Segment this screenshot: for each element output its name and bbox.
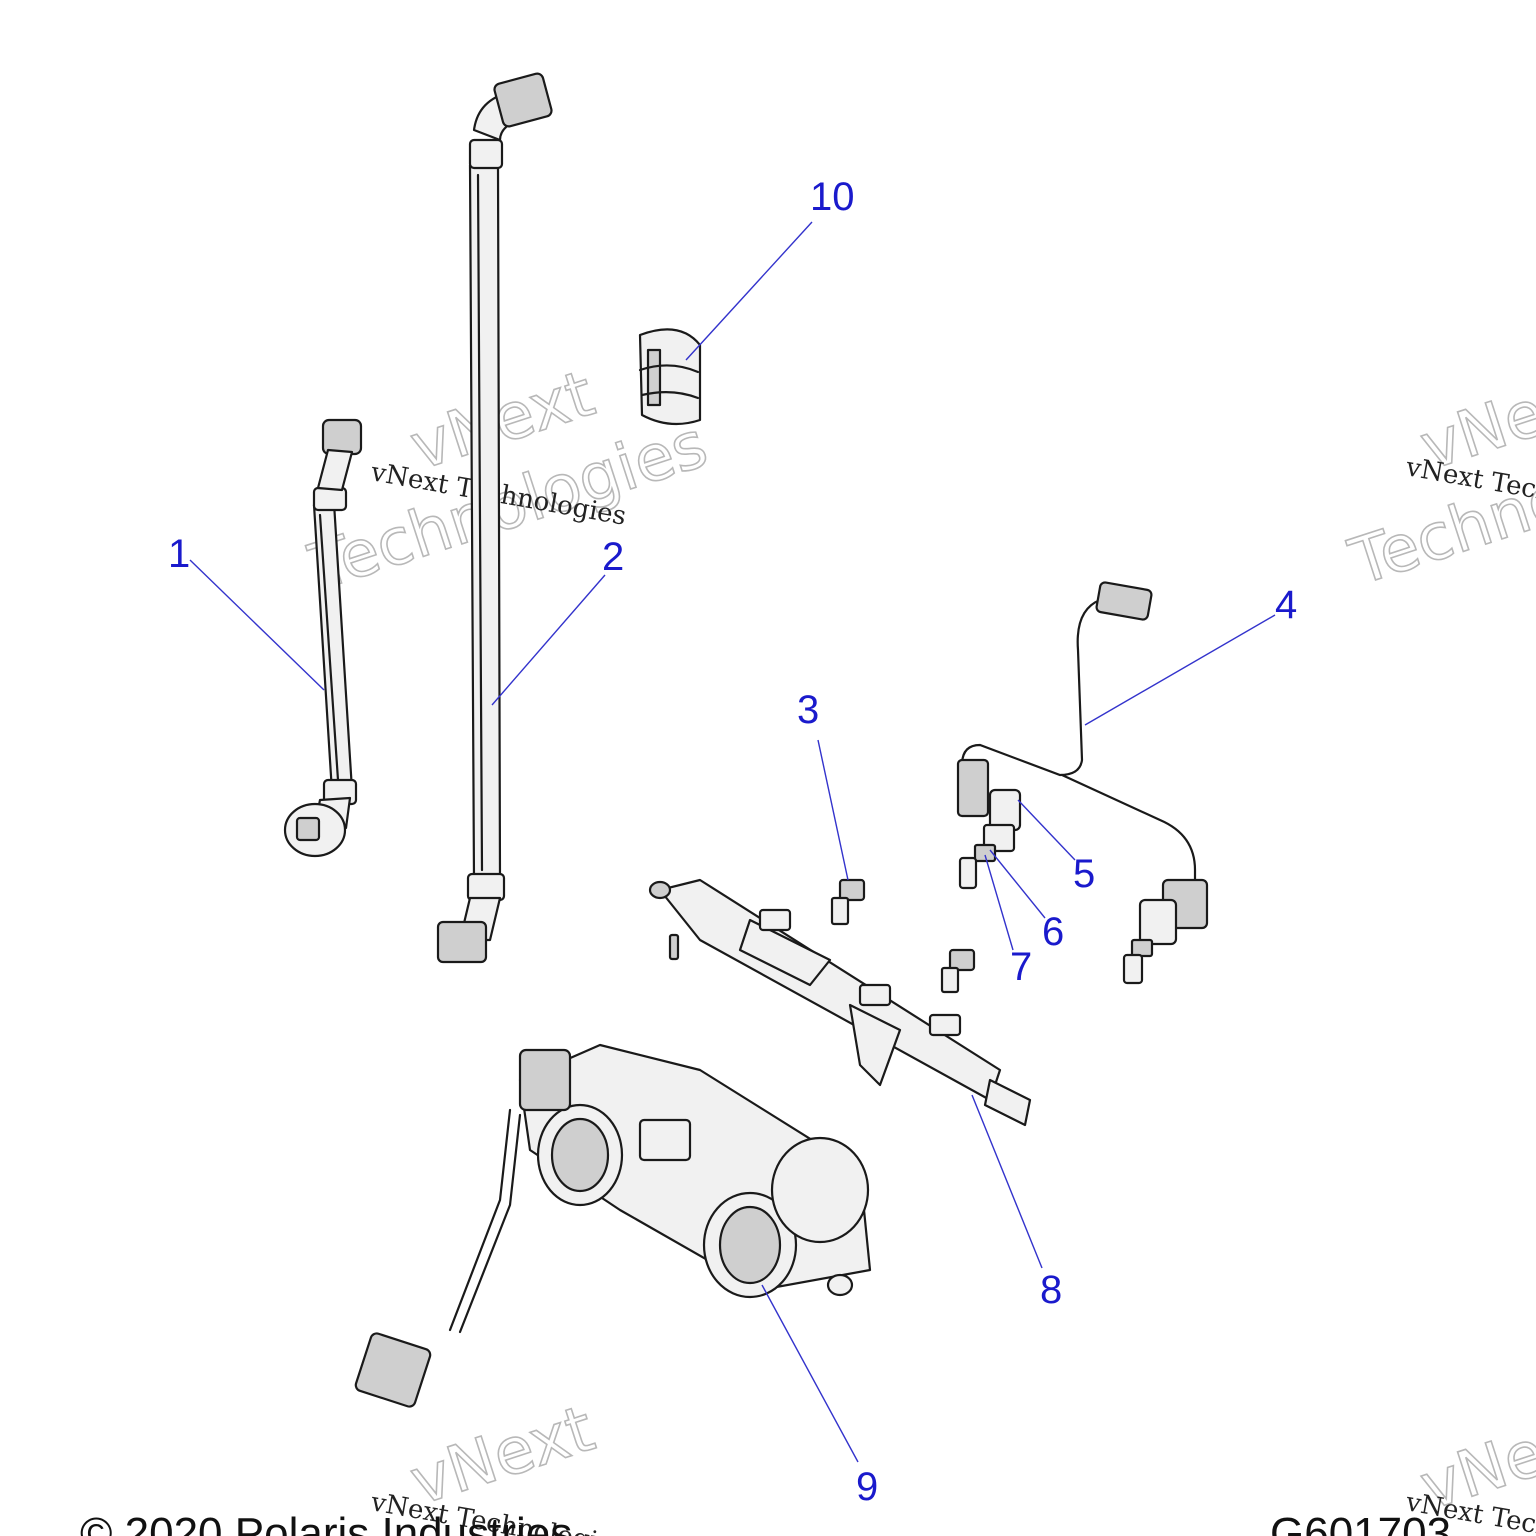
leader-9 [761,1284,859,1463]
injector-right [1122,898,1178,985]
leader-lines [189,221,1276,1463]
callout-5: 5 [1073,852,1095,896]
callout-1: 1 [168,532,190,576]
leader-3 [817,739,849,881]
callout-2: 2 [602,535,624,579]
part-1-short-fuel-hose [283,418,363,858]
watermark-right: vNext Technologies vNext Technologies [1340,356,1536,601]
callout-10: 10 [810,175,855,219]
leader-10 [685,221,813,361]
leader-8 [971,1094,1043,1269]
leader-2 [491,574,606,706]
callout-9: 9 [856,1465,878,1509]
leader-5 [1017,799,1076,861]
part-8-fuel-rail [648,878,1032,1127]
part-9-throttle-body [354,1043,872,1408]
callout-8: 8 [1040,1268,1062,1312]
leader-6 [989,849,1046,919]
part-10-hose-clip [638,328,702,426]
callout-7: 7 [1010,945,1032,989]
part-3-bolts [830,878,976,994]
diagram-code: G601703 [1270,1509,1451,1536]
callout-4: 4 [1275,583,1297,627]
leader-4 [1084,614,1276,726]
leader-7 [984,854,1014,951]
callout-6: 6 [1042,910,1064,954]
part-2-long-fuel-hose [436,72,553,964]
part-5-6-7-fuel-injector [958,788,1022,890]
leader-1 [189,559,325,691]
callouts: 1 2 3 4 5 6 7 8 9 10 [168,175,1297,1509]
part-4-injector-harness [956,581,1209,930]
callout-3: 3 [797,688,819,732]
copyright-text: © 2020 Polaris Industries [80,1509,572,1536]
